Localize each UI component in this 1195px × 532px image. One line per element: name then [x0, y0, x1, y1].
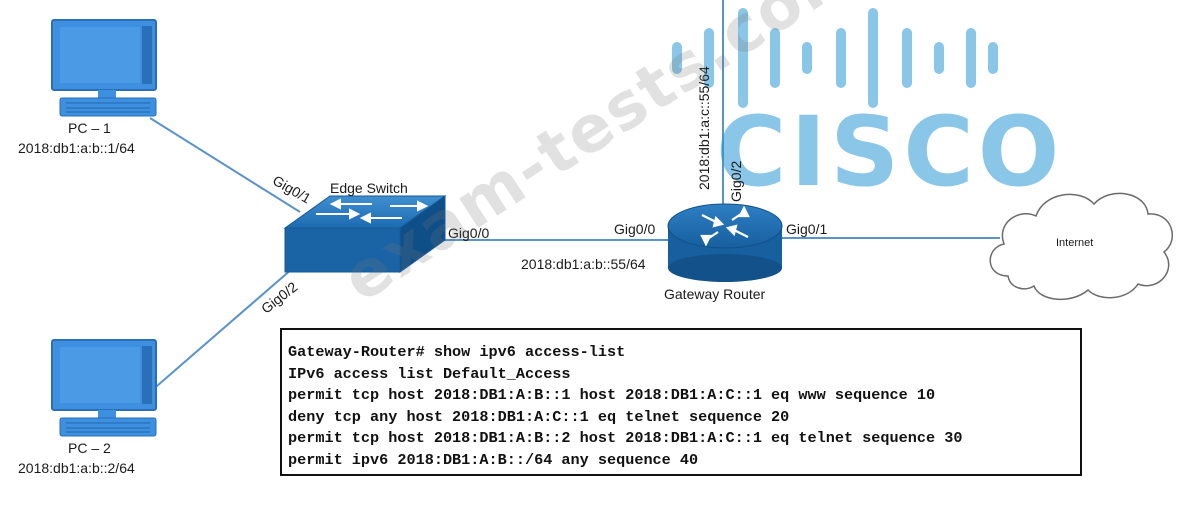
terminal-line: deny tcp any host 2018:DB1:A:C::1 eq tel…	[288, 407, 790, 426]
cisco-logo-icon	[672, 8, 998, 108]
router-icon	[667, 203, 783, 282]
switch-gig0-0-label: Gig0/0	[448, 225, 490, 241]
router-name-label: Gateway Router	[664, 286, 766, 302]
link-pc2-switch	[149, 261, 301, 393]
terminal-line: permit ipv6 2018:DB1:A:B::/64 any sequen…	[288, 450, 699, 469]
router-gig0-0-address-label: 2018:db1:a:b::55/64	[521, 256, 646, 272]
switch-name-label: Edge Switch	[330, 180, 408, 196]
pc1-address-label: 2018:db1:a:b::1/64	[18, 140, 135, 156]
internet-label: Internet	[1056, 237, 1094, 249]
router-gig0-2-label: Gig0/2	[728, 160, 744, 202]
router-gig0-0-label: Gig0/0	[614, 221, 656, 237]
pc2-name-label: PC – 2	[68, 440, 111, 456]
cisco-watermark-text: CISCO	[716, 96, 1064, 208]
switch-icon	[283, 195, 447, 273]
pc1-icon	[51, 19, 157, 117]
pc2-address-label: 2018:db1:a:b::2/64	[18, 460, 135, 476]
internet-cloud-icon	[989, 192, 1174, 301]
pc1-name-label: PC – 1	[68, 120, 111, 136]
terminal-line: permit tcp host 2018:DB1:A:B::2 host 201…	[288, 429, 963, 447]
pc2-icon	[51, 339, 157, 437]
acl-terminal-output: Gateway-Router# show ipv6 access-list IP…	[280, 328, 1082, 476]
terminal-line: permit tcp host 2018:DB1:A:B::1 host 201…	[288, 386, 936, 404]
terminal-line: Gateway-Router# show ipv6 access-list	[288, 343, 626, 361]
terminal-line: IPv6 access list Default_Access	[288, 364, 571, 383]
router-gig0-1-label: Gig0/1	[786, 221, 828, 237]
link-pc1-switch	[149, 117, 301, 213]
